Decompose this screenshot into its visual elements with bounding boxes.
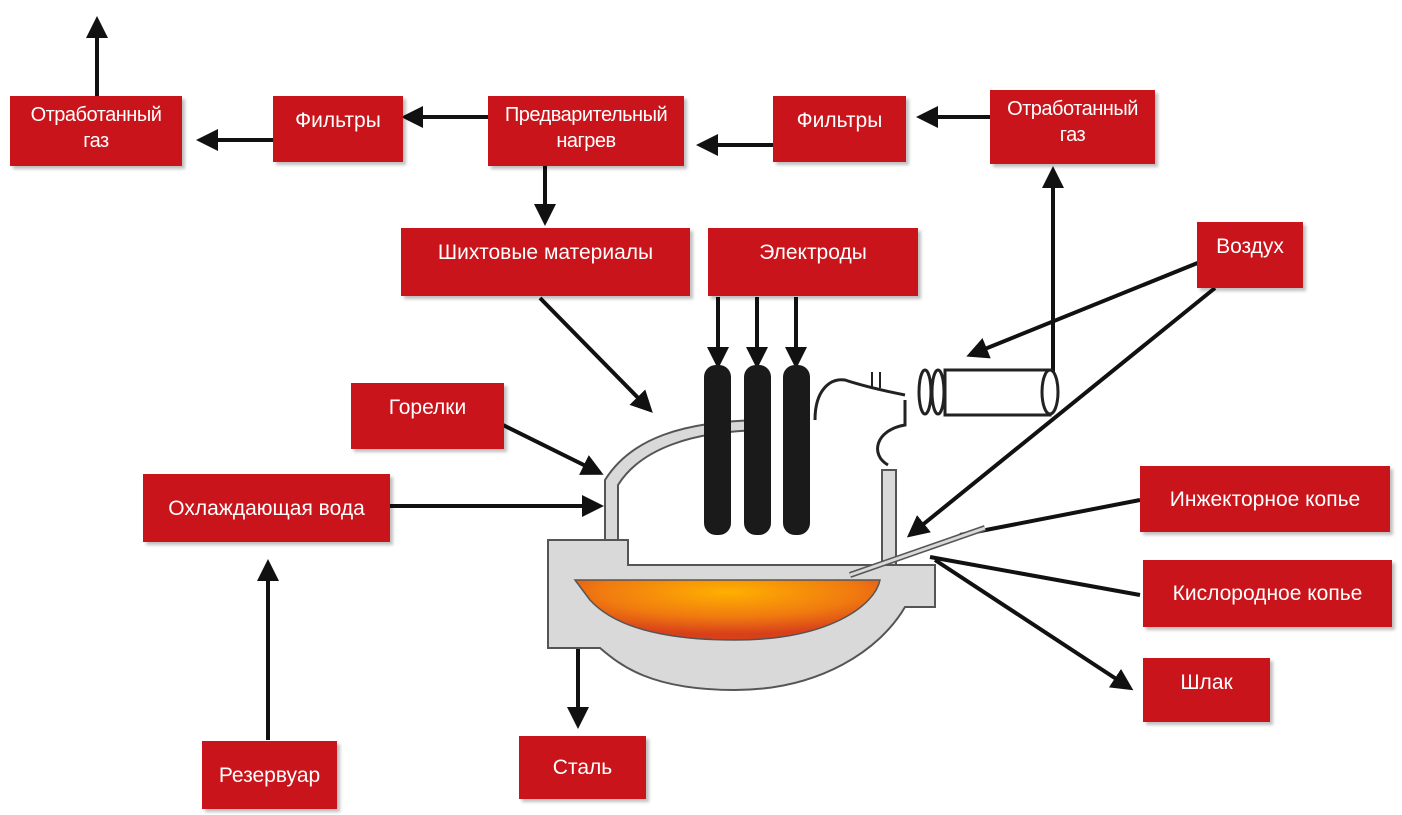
- duct-ring-2: [930, 368, 946, 416]
- arrow-furnace-to-slag: [933, 558, 1134, 691]
- arrow-air-to-duct: [966, 260, 1201, 359]
- air-box: Воздух: [1197, 222, 1303, 288]
- electrode-3: [783, 365, 810, 535]
- filters-left-box: Фильтры: [273, 96, 403, 162]
- furnace-wall-right: [881, 469, 897, 566]
- lance-pipe-inner: [849, 526, 986, 577]
- arrow-oxygen-lance: [929, 555, 1141, 597]
- slag-box: Шлак: [1143, 658, 1270, 722]
- gas-duct-elbow: [876, 400, 907, 467]
- exhaust-duct: [943, 368, 1052, 417]
- arrow-charge-to-furnace: [538, 296, 653, 413]
- molten-steel: [573, 579, 881, 641]
- oxygen-lance-box: Кислородное копье: [1143, 560, 1392, 627]
- arrow-burners-to-furnace: [502, 423, 604, 475]
- burners-box: Горелки: [351, 383, 504, 449]
- cooling-water-box: Охлаждающая вода: [143, 474, 390, 542]
- preheat-box: Предварительный нагрев: [488, 96, 684, 166]
- charge-materials-box: Шихтовые материалы: [401, 228, 690, 296]
- steel-box: Сталь: [519, 736, 646, 799]
- filters-right-box: Фильтры: [773, 96, 906, 162]
- gas-duct: [813, 378, 906, 421]
- electrode-2: [744, 365, 771, 535]
- exhaust-gas-left-box: Отработанный газ: [10, 96, 182, 166]
- flow-arrows: [86, 16, 1217, 740]
- electrodes-box: Электроды: [708, 228, 918, 296]
- injector-lance-box: Инжекторное копье: [1140, 466, 1390, 532]
- furnace: [547, 365, 1060, 692]
- electrode-1: [704, 365, 731, 535]
- arrow-air-to-furnace: [906, 286, 1217, 538]
- reservoir-box: Резервуар: [202, 741, 337, 809]
- arrow-injector-lance: [959, 498, 1141, 537]
- duct-ring-1: [917, 368, 933, 416]
- exhaust-gas-right-box: Отработанный газ: [990, 90, 1155, 164]
- exhaust-duct-end: [1040, 368, 1060, 416]
